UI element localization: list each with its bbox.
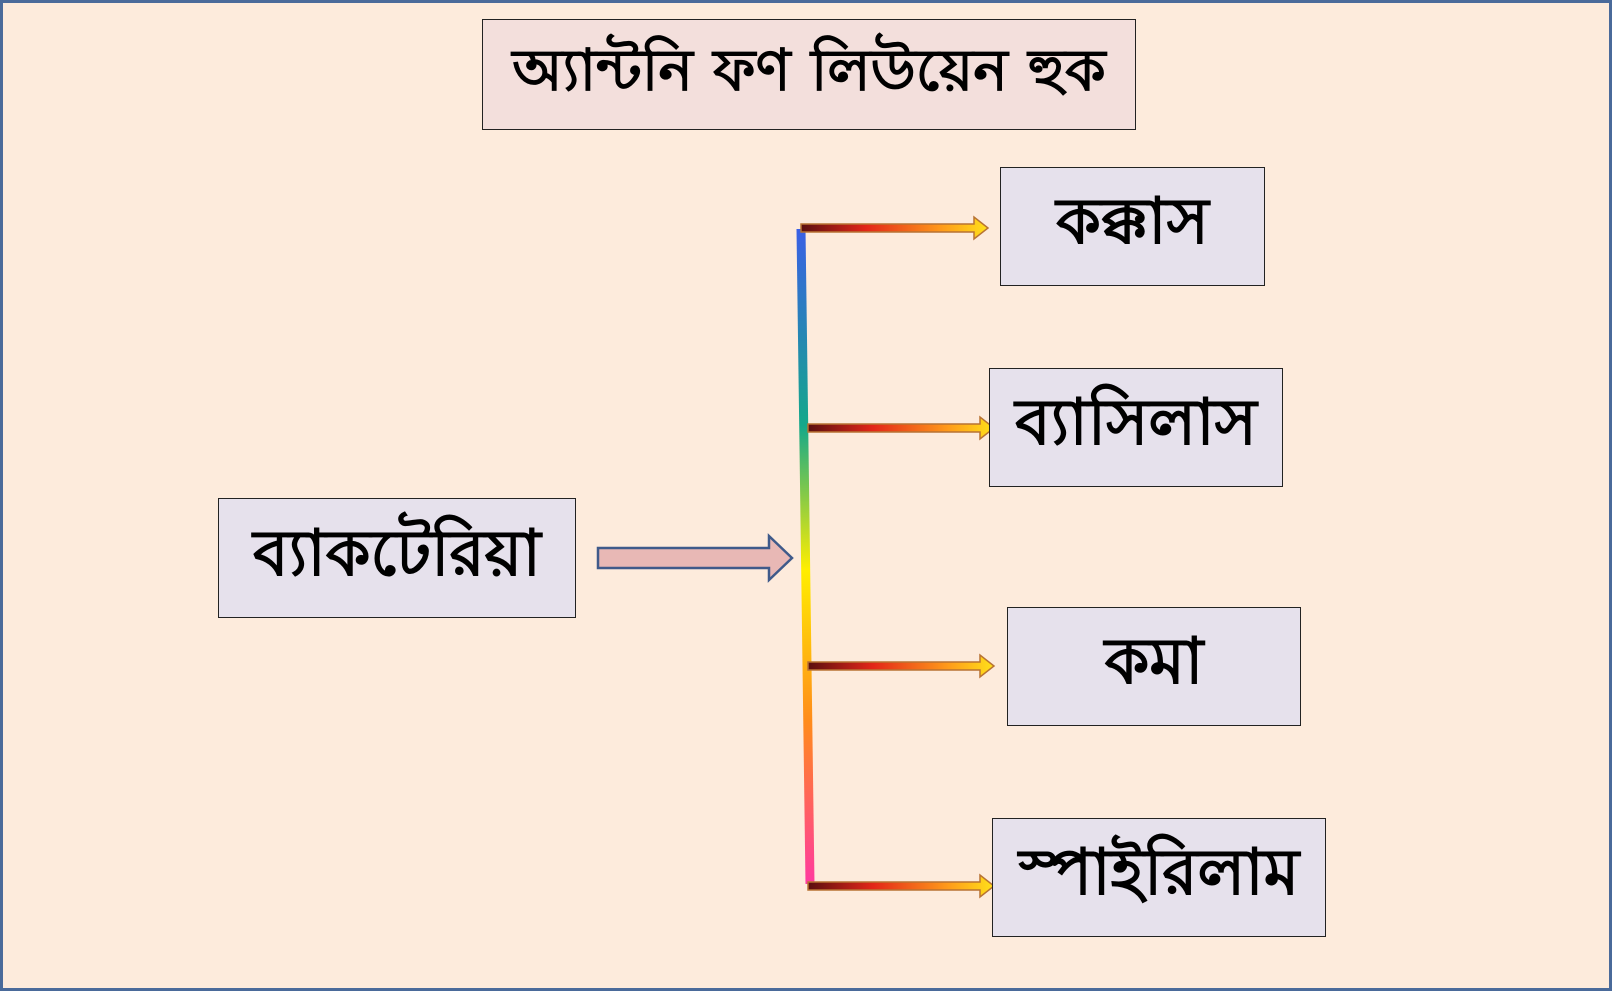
child-node-spirillum: স্পাইরিলাম bbox=[992, 818, 1326, 937]
child-node-label: ব্যাসিলাস bbox=[1015, 386, 1257, 460]
child-node-coccus: কক্কাস bbox=[1000, 167, 1265, 286]
branch-arrow-1 bbox=[800, 215, 990, 241]
title-box: অ্যান্টনি ফণ লিউয়েন হুক bbox=[482, 19, 1136, 130]
root-node: ব্যাকটেরিয়া bbox=[218, 498, 576, 618]
child-node-comma: কমা bbox=[1007, 607, 1301, 726]
root-node-label: ব্যাকটেরিয়া bbox=[253, 516, 541, 591]
child-node-label: কমা bbox=[1104, 625, 1204, 699]
root-arrow bbox=[596, 533, 794, 583]
connector-layer bbox=[596, 215, 996, 899]
branch-arrow-4 bbox=[807, 873, 996, 899]
branch-arrow-2 bbox=[807, 415, 996, 441]
child-node-label: স্পাইরিলাম bbox=[1018, 836, 1300, 910]
child-node-bacillus: ব্যাসিলাস bbox=[989, 368, 1283, 487]
branch-spine bbox=[796, 228, 815, 885]
child-node-label: কক্কাস bbox=[1056, 185, 1209, 259]
branch-arrow-3 bbox=[807, 653, 996, 679]
diagram-title: অ্যান্টনি ফণ লিউয়েন হুক bbox=[512, 36, 1106, 104]
